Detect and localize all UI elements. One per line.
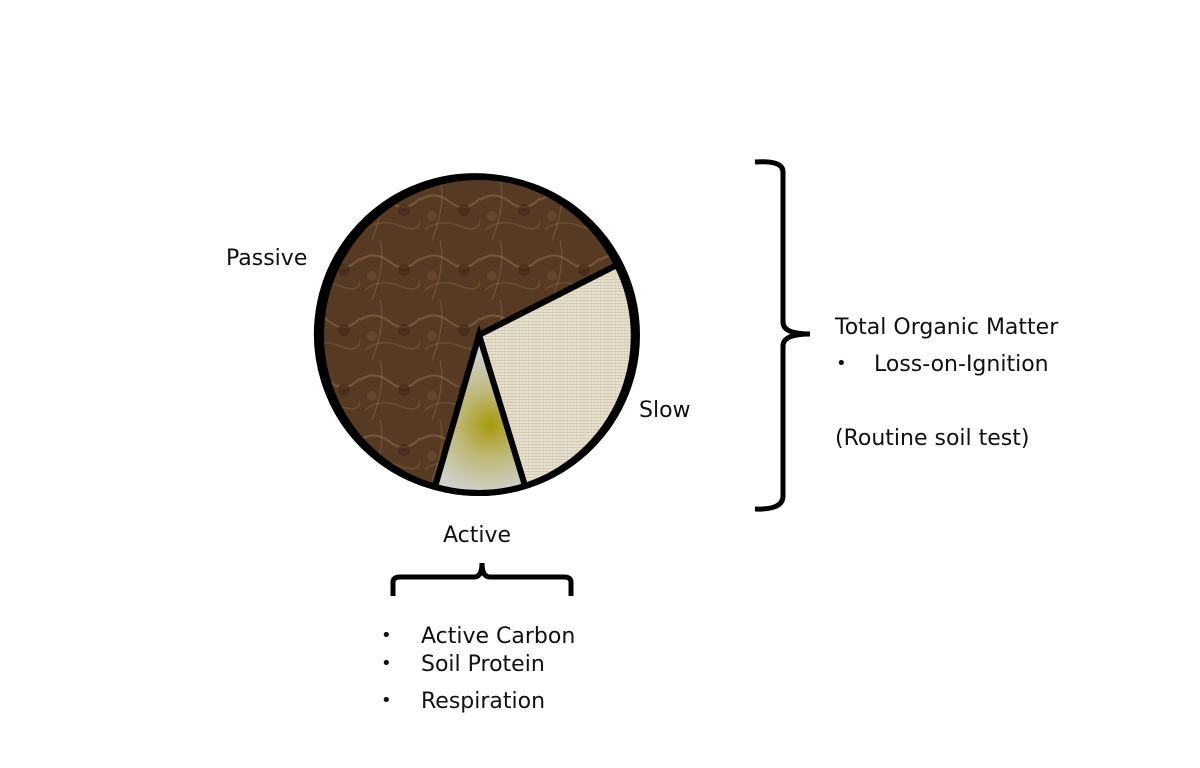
total-bullet-dot: • bbox=[836, 353, 847, 374]
pie-outline bbox=[318, 174, 640, 496]
routine-soil-test-note: (Routine soil test) bbox=[835, 426, 1030, 451]
active-label: Active bbox=[443, 523, 512, 548]
soil-protein-item: Soil Protein bbox=[421, 652, 545, 677]
passive-label: Passive bbox=[226, 246, 308, 271]
bullet-dot-icon: • bbox=[381, 625, 392, 646]
total-organic-matter-title: Total Organic Matter bbox=[835, 315, 1059, 340]
slow-label: Slow bbox=[639, 398, 691, 423]
active-bracket-icon bbox=[390, 562, 574, 596]
active-carbon-item: Active Carbon bbox=[421, 624, 576, 649]
total-bracket-icon bbox=[754, 159, 811, 512]
respiration-item: Respiration bbox=[421, 689, 546, 714]
bullet-dot-icon: • bbox=[381, 690, 392, 711]
bullet-dot-icon: • bbox=[381, 653, 392, 674]
loss-on-ignition-item: Loss-on-Ignition bbox=[874, 352, 1049, 377]
